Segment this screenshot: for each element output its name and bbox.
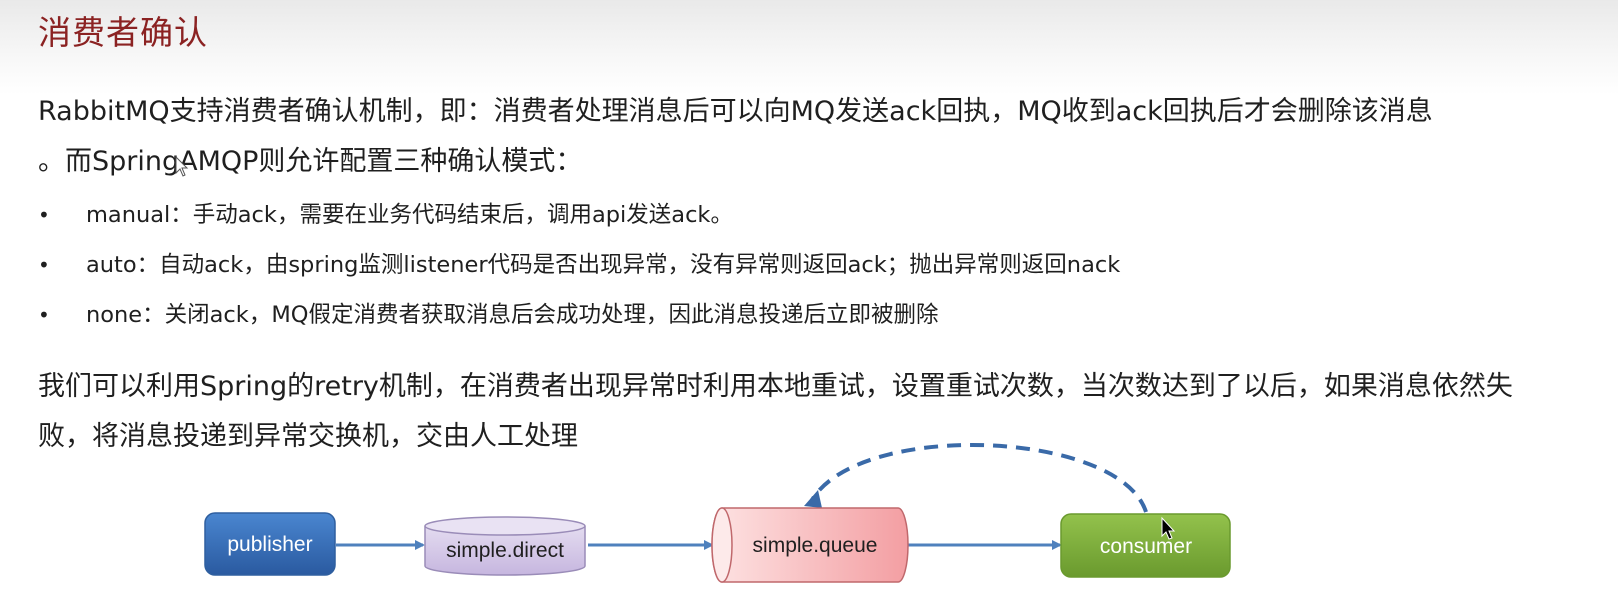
consumer-label: consumer [1100, 535, 1192, 558]
bullet-icon: • [38, 253, 50, 277]
bullet-icon: • [38, 203, 50, 227]
text-cursor-icon [175, 156, 189, 177]
intro-line-1: RabbitMQ支持消费者确认机制，即：消费者处理消息后可以向MQ发送ack回执… [38, 96, 1433, 127]
bullet-text: auto：自动ack，由spring监测listener代码是否出现异常，没有异… [86, 252, 1121, 278]
list-item-none: • none：关闭ack，MQ假定消费者获取消息后会成功处理，因此消息投递后立即被… [38, 290, 1120, 340]
queue-label: simple.queue [753, 534, 878, 557]
consumer-node: consumer [1060, 513, 1231, 578]
mouse-cursor-icon [1161, 516, 1176, 540]
queue-node: simple.queue [711, 507, 909, 583]
ack-mode-list: • manual：手动ack，需要在业务代码结束后，调用api发送ack。 • au… [38, 190, 1120, 340]
list-item-auto: • auto：自动ack，由spring监测listener代码是否出现异常，没有… [38, 240, 1120, 290]
bullet-icon: • [38, 303, 50, 327]
exchange-node: simple.direct [424, 516, 586, 576]
bullet-text: none：关闭ack，MQ假定消费者获取消息后会成功处理，因此消息投递后立即被删… [86, 302, 939, 328]
list-item-manual: • manual：手动ack，需要在业务代码结束后，调用api发送ack。 [38, 190, 1120, 240]
message-flow-diagram: publisher simple.direct simple.queue con… [204, 442, 1231, 583]
retry-line-1: 我们可以利用Spring的retry机制，在消费者出现异常时利用本地重试，设置重… [38, 371, 1513, 402]
intro-paragraph: RabbitMQ支持消费者确认机制，即：消费者处理消息后可以向MQ发送ack回执… [38, 87, 1518, 187]
publisher-label: publisher [227, 533, 312, 556]
page-title: 消费者确认 [38, 13, 208, 52]
retry-paragraph: 我们可以利用Spring的retry机制，在消费者出现异常时利用本地重试，设置重… [38, 362, 1583, 462]
publisher-node: publisher [204, 512, 336, 576]
bullet-text: manual：手动ack，需要在业务代码结束后，调用api发送ack。 [86, 202, 733, 228]
retry-arrow-head [804, 490, 822, 508]
intro-line-2: 。而SpringAMQP则允许配置三种确认模式： [38, 146, 583, 177]
exchange-label: simple.direct [446, 539, 564, 562]
retry-line-2: 败，将消息投递到异常交换机，交由人工处理 [38, 421, 578, 452]
retry-dashed-arrow [810, 442, 1148, 513]
